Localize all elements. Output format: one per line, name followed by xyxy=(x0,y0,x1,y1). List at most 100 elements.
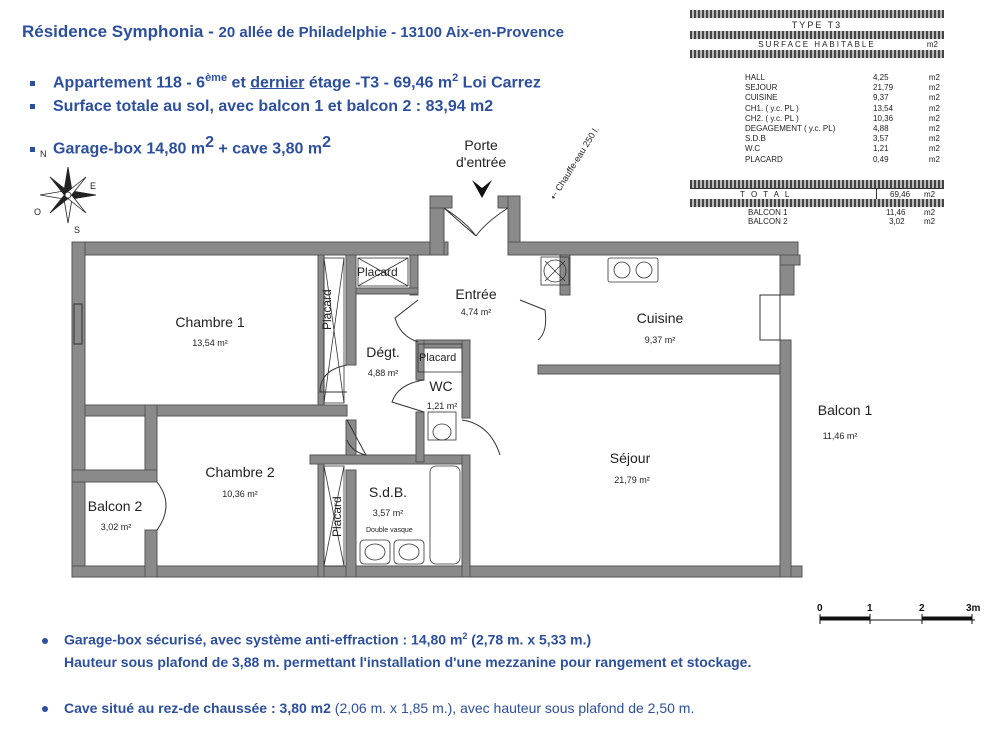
room-sejour: Séjour xyxy=(609,450,651,466)
wall xyxy=(507,241,799,256)
wall xyxy=(71,565,803,578)
window xyxy=(759,294,781,341)
b1-post: étage -T3 - 69,46 m xyxy=(304,74,453,92)
toilet xyxy=(427,411,457,441)
b3-sup: 2 xyxy=(205,134,214,151)
compass-s: S xyxy=(74,225,80,235)
note-cave: Cave situé au rez-de chaussée : 3,80 m2 … xyxy=(42,700,694,716)
water-heater xyxy=(540,256,570,286)
table-balcon1-value: 11,46 xyxy=(886,208,906,217)
wall xyxy=(317,459,325,578)
table-row-name: S.D.B xyxy=(745,134,766,144)
table-row-value: 3,57 xyxy=(873,134,889,144)
area-balcon1: 11,46 m² xyxy=(822,431,858,441)
wall xyxy=(144,529,158,578)
bullet-apartment: Appartement 118 - 6ème et dernier étage … xyxy=(30,72,541,92)
table-row-value: 9,37 xyxy=(873,93,889,103)
bullet-garage: Garage-box 14,80 m2 + cave 3,80 m2 xyxy=(30,134,331,158)
area-sdb: 3,57 m² xyxy=(372,508,404,518)
title-text: Résidence Symphonia - xyxy=(22,22,214,41)
room-chambre1: Chambre 1 xyxy=(175,314,245,330)
table-bar xyxy=(690,31,944,39)
scale-label-2: 2 xyxy=(919,603,925,614)
cave-bold: Cave situé au rez-de chaussée : 3,80 m2 xyxy=(64,700,331,716)
area-entree: 4,74 m² xyxy=(460,307,492,317)
b3-pre: Garage-box 14,80 m xyxy=(53,140,206,158)
page-title: Résidence Symphonia - 20 allée de Philad… xyxy=(22,22,564,42)
table-row-unit: m2 xyxy=(928,154,940,164)
area-chambre2: 10,36 m² xyxy=(222,489,258,499)
garage-line1: Garage-box sécurisé, avec système anti-e… xyxy=(64,631,463,648)
closet xyxy=(323,257,345,404)
table-row-unit: m2 xyxy=(928,93,940,103)
wall xyxy=(461,454,471,578)
label-placard3: Placard xyxy=(419,352,457,364)
door-label: Porte d'entrée xyxy=(456,137,506,171)
b1-mid: et xyxy=(227,74,251,92)
bullet-dot xyxy=(42,637,48,644)
b3-sup2: 2 xyxy=(322,134,331,151)
table-bar xyxy=(690,50,944,58)
room-cuisine: Cuisine xyxy=(636,310,684,326)
area-degagement: 4,88 m² xyxy=(367,368,399,378)
room-balcon1: Balcon 1 xyxy=(817,402,873,418)
table-row-unit: m2 xyxy=(928,73,940,82)
table-total-divider xyxy=(876,188,877,200)
table-row-name: HALL xyxy=(745,73,766,82)
table-bar xyxy=(690,199,944,207)
label-placard2: Placard xyxy=(357,265,398,279)
bullet-dot xyxy=(30,104,35,110)
garage-line2: Hauteur sous plafond de 3,88 m. permetta… xyxy=(64,654,752,670)
wall xyxy=(429,195,453,209)
table-row: HALL 4,25 m2 xyxy=(745,73,940,82)
scale-label-0: 0 xyxy=(817,603,823,614)
kitchen-sink xyxy=(607,257,659,283)
door-swing xyxy=(346,419,367,456)
bullet-surface: Surface totale au sol, avec balcon 1 et … xyxy=(30,98,493,116)
wall xyxy=(309,454,471,465)
sink xyxy=(393,539,425,565)
table-bar xyxy=(690,180,944,188)
wall xyxy=(71,241,449,256)
wall xyxy=(415,411,425,463)
table-row-name: CH2. ( y.c. PL ) xyxy=(745,113,799,123)
table-row-unit: m2 xyxy=(928,83,940,93)
entry-arrow-icon xyxy=(472,180,492,198)
table-row-unit: m2 xyxy=(928,144,940,154)
b2-text: Surface totale au sol, avec balcon 1 et … xyxy=(53,98,494,115)
table-balcon1-label: BALCON 1 xyxy=(748,208,788,217)
table-balcon2-value: 3,02 xyxy=(889,217,905,226)
door-swing xyxy=(475,207,509,237)
table-row-value: 1,21 xyxy=(873,144,889,154)
note-garage: Garage-box sécurisé, avec système anti-e… xyxy=(42,631,591,648)
area-chambre1: 13,54 m² xyxy=(192,338,228,348)
label-double-vasque: Double vasque xyxy=(366,527,413,534)
closet xyxy=(417,343,463,373)
b1-end: Loi Carrez xyxy=(458,74,541,92)
table-row-value: 4,25 xyxy=(873,73,889,82)
wall xyxy=(84,404,348,417)
door-swing xyxy=(519,299,547,341)
table-row-name: DEGAGEMENT ( y.c. PL) xyxy=(745,124,836,133)
area-wc: 1,21 m² xyxy=(426,401,458,411)
table-row-value: 0,49 xyxy=(873,154,889,164)
compass-n: N xyxy=(40,149,47,159)
label-placard1: Placard xyxy=(320,289,334,330)
cave-plain: (2,06 m. x 1,85 m.), avec hauteur sous p… xyxy=(330,700,695,716)
table-row-value: 10,36 xyxy=(873,113,894,123)
wall xyxy=(415,339,425,381)
table-balcon1-unit: m2 xyxy=(924,208,936,217)
door-swing xyxy=(319,364,348,393)
room-wc: WC xyxy=(429,378,453,394)
table-type: TYPE T3 xyxy=(791,20,843,30)
wall xyxy=(779,254,801,266)
garage-sup: 2 xyxy=(462,631,468,641)
table-bar xyxy=(690,10,944,18)
wall xyxy=(537,364,781,375)
